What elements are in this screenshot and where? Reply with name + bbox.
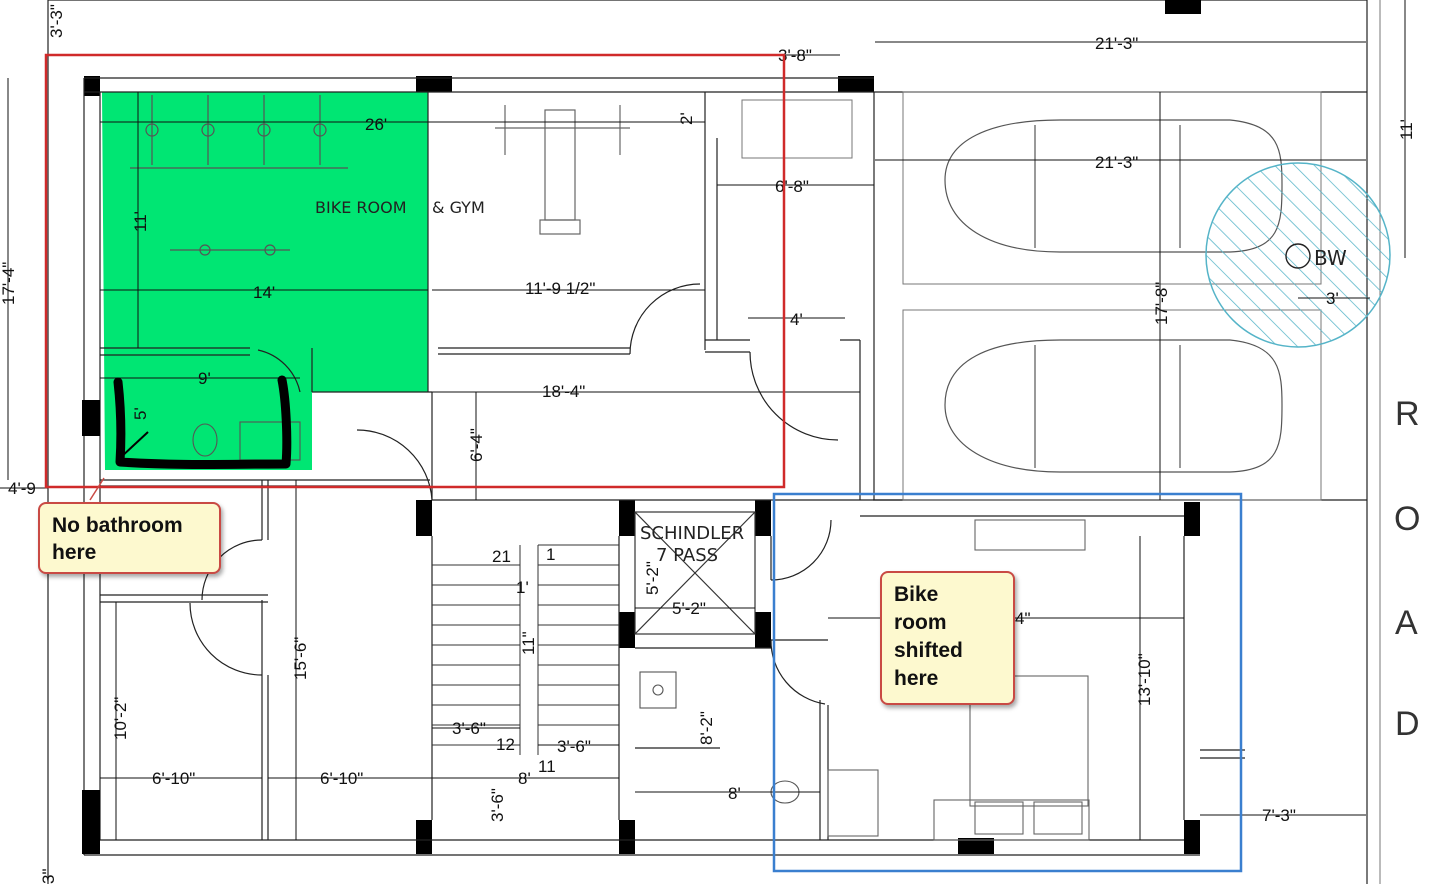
dim-door: 4' [790,310,803,329]
room-label-bike: BIKE ROOM [315,198,407,217]
callout-no-bathroom-line2: here [52,541,97,564]
dim-bath-depth: 5' [131,407,150,420]
staircase [432,544,619,755]
dim-garage-depth: 17'-8" [1152,282,1171,325]
marker-stroke [113,375,292,469]
room-label-gym: & GYM [432,198,485,217]
road-letter-d: D [1395,705,1420,743]
callout-bike-room-shift: Bike room shifted here [880,571,1015,705]
dim-left-small: 4'-9 [8,479,36,498]
dim-top-right: 21'-3" [1095,34,1138,53]
bike-room-highlight [102,92,428,470]
callout-bike-line4: here [894,667,939,690]
road-letter-a: A [1395,604,1418,642]
gym-equipment [495,105,630,235]
dim-stair-land-2: 3'-6" [557,737,591,756]
dim-hall-passage: 6'-8" [775,177,809,196]
dim-left-full: 17'-4" [0,262,18,305]
marker-arrow [119,431,149,459]
stair-start: 1 [546,545,555,564]
road-letter-r: R [1395,395,1420,433]
borewell-label: BW [1314,246,1347,270]
dim-room-height: 15'-6" [291,637,310,680]
dim-bike-width: 26' [365,115,387,134]
car-icon [944,339,1283,473]
dim-bath-w: 8' [728,784,741,803]
dim-top-left: 3'-3" [47,4,66,38]
walls [82,0,1245,856]
blue-highlight-box [772,492,1243,873]
dim-bath-width: 9' [198,369,211,388]
lift-capacity-label: 7 PASS [656,545,718,566]
bed-furniture [827,519,1090,841]
callout-bike-line2: room [894,611,947,634]
dim-car1: 21'-3" [1095,153,1138,172]
dim-bw-radius: 3' [1326,289,1339,308]
dim-room-left-w: 6'-10" [152,769,195,788]
dim-bike-gap: 2' [677,112,696,125]
dim-top-mid: 3'-8" [778,46,812,65]
dim-bottom-left: 3" [39,869,58,884]
sofa-icon [741,99,853,159]
lift-brand-label: SCHINDLER [640,523,744,544]
dim-bed-w-tail: 4" [1015,609,1031,628]
stair-11b: 11 [538,757,556,776]
dim-stair-bottom: 3'-6" [488,788,507,822]
dim-right-edge: 11' [1397,119,1416,140]
dim-bath-h: 8'-2" [697,711,716,745]
dim-bike-height: 11' [131,211,150,232]
dim-corridor-h: 6'-4" [467,428,486,462]
dimension-lines [0,0,1406,840]
dim-gym-width: 11'-9 1/2" [525,279,595,298]
dim-room-mid-w: 6'-10" [320,769,363,788]
dim-lift-w: 5'-2" [672,599,706,618]
callout-no-bathroom-line1: No bathroom [52,514,183,537]
stair-12: 12 [496,735,515,754]
dim-bed-h: 13'-10" [1135,653,1154,706]
dim-stair-width: 8' [518,769,531,788]
stair-21: 21 [492,547,511,566]
dim-lift-h: 5'-2" [643,561,662,595]
dim-bike-depth: 14' [253,283,275,302]
callout-bike-line1: Bike [894,583,939,606]
dim-stair-11: 11" [519,631,538,655]
callout-no-bathroom: No bathroom here [38,502,221,574]
callout-pointer [89,477,105,501]
dim-room-left-h: 10'-2" [111,697,130,740]
borewell-zone [1205,162,1391,348]
dim-right-bottom: 7'-3" [1262,806,1296,825]
lift-shaft [634,511,756,635]
red-highlight-box [44,53,786,489]
dim-stair-land-1: 3'-6" [452,719,486,738]
dimension-labels: 3'-3" 3'-8" 21'-3" 21'-3" 11' 26' 2' 11'… [0,4,1416,884]
dim-stair-tread: 1' [516,578,529,597]
callout-bike-line3: shifted [894,639,963,662]
road-letter-o: O [1394,500,1420,538]
borewell-icon [1285,243,1311,269]
bike-icons [130,95,348,256]
dim-corridor: 18'-4" [542,382,585,401]
